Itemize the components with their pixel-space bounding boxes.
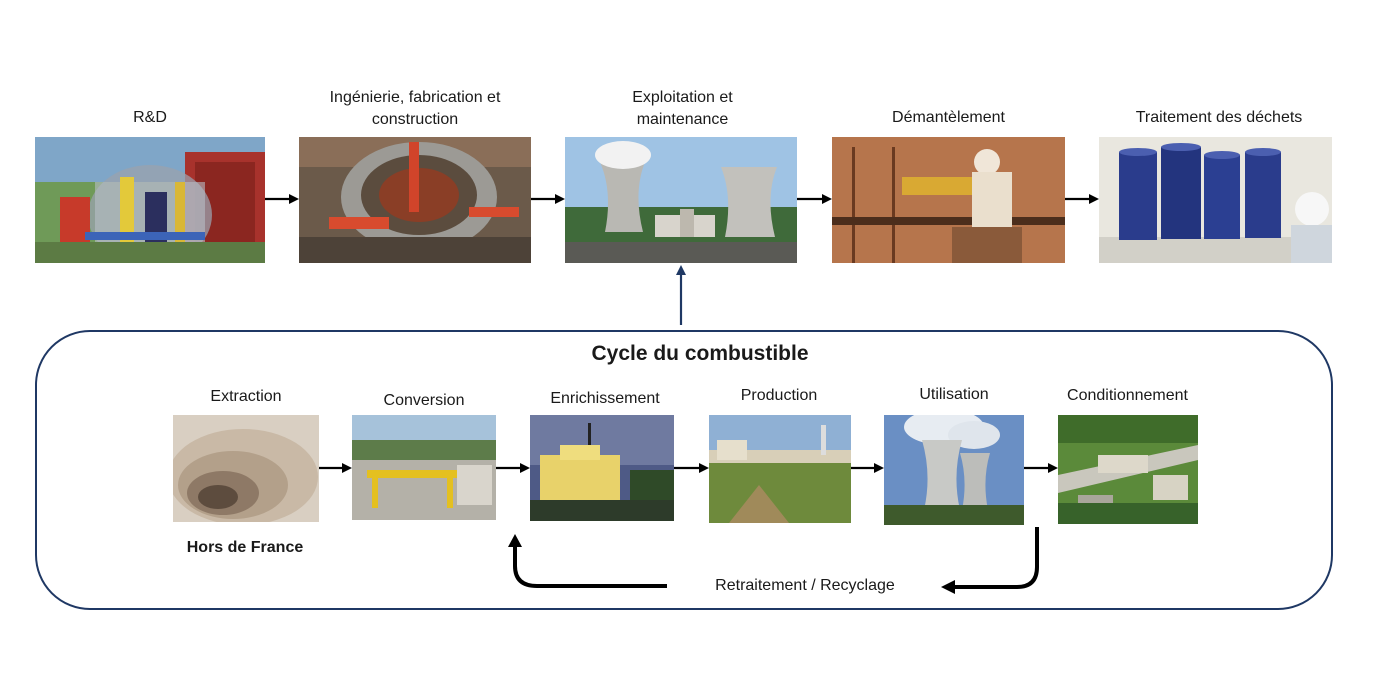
power-plant-image xyxy=(565,137,797,263)
arrow-conversion-to-enrichissement xyxy=(496,463,530,473)
label-exploitation: Exploitation et maintenance xyxy=(632,89,733,128)
production-plant-image xyxy=(709,415,851,523)
label-traitement-dechets: Traitement des déchets xyxy=(1135,109,1303,126)
waste-drums-image xyxy=(1099,137,1332,263)
cycle-title: Cycle du combustible xyxy=(591,342,809,365)
label-utilisation: Utilisation xyxy=(919,386,989,403)
label-conditionnement: Conditionnement xyxy=(1067,387,1188,404)
extraction-note: Hors de France xyxy=(186,539,304,556)
label-conversion: Conversion xyxy=(383,392,465,409)
utilisation-cooling-towers-image xyxy=(884,415,1024,525)
arrow-utilisation-to-conditionnement xyxy=(1024,463,1058,473)
enrichment-plant-image xyxy=(530,415,674,521)
label-enrichissement: Enrichissement xyxy=(550,390,660,407)
arrow-exploitation-to-demantelement xyxy=(797,194,832,204)
conversion-plant-image xyxy=(352,415,496,520)
recycle-arrow-to-enrichissement xyxy=(508,534,667,588)
arrow-ingenierie-to-exploitation xyxy=(531,194,565,204)
construction-site-image xyxy=(299,137,531,263)
dismantling-image xyxy=(832,137,1065,263)
label-production: Production xyxy=(740,387,818,404)
extraction-mine-image xyxy=(173,415,319,522)
arrow-production-to-utilisation xyxy=(851,463,884,473)
arrow-enrichissement-to-production xyxy=(674,463,709,473)
arrow-rd-to-ingenierie xyxy=(265,194,299,204)
rd-reactor-model-image xyxy=(35,137,265,263)
arrow-cycle-to-exploitation xyxy=(676,265,686,325)
arrow-demantelement-to-dechets xyxy=(1065,194,1099,204)
conditionnement-site-image xyxy=(1058,415,1198,524)
recycle-label: Retraitement / Recyclage xyxy=(715,577,895,594)
arrow-extraction-to-conversion xyxy=(319,463,352,473)
label-ingenierie: Ingénierie, fabrication et construction xyxy=(329,89,501,128)
fuel-cycle-box xyxy=(35,330,1333,610)
label-rd: R&D xyxy=(133,109,167,126)
label-demantelement: Démantèlement xyxy=(892,109,1005,126)
label-extraction: Extraction xyxy=(210,388,282,405)
recycle-arrow-from-utilisation xyxy=(941,527,1039,594)
